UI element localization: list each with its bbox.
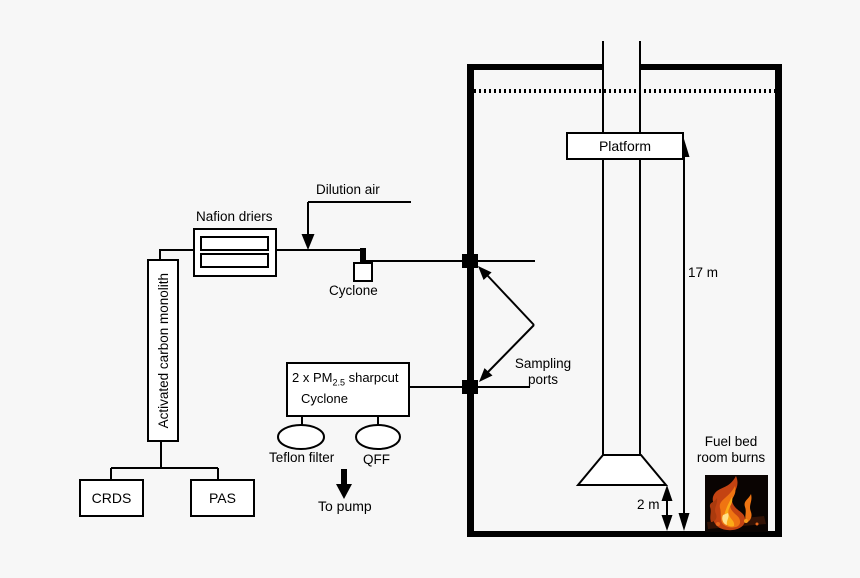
activated-carbon-monolith-label: Activated carbon monolith — [155, 272, 171, 429]
flame-right — [744, 494, 752, 523]
chamber-floor — [467, 531, 782, 537]
monolith-to-driers-line — [159, 249, 193, 260]
sampling-port-upper — [462, 254, 478, 268]
stack-hood — [575, 454, 669, 486]
arrowhead-upper-port — [478, 266, 492, 280]
cyclone-body — [353, 262, 373, 282]
chamber-wall-top-right-segment — [640, 64, 782, 70]
pm25-box-line2: Cyclone — [301, 390, 348, 406]
qff-filter-holder — [355, 424, 401, 450]
fuel-bed-line2: room burns — [696, 449, 766, 465]
flame-left — [709, 498, 718, 522]
arrowhead-2m-up — [661, 485, 673, 501]
fuel-bed-line1: Fuel bed — [704, 434, 758, 449]
chamber-wall-left — [467, 64, 474, 537]
teflon-filter-label: Teflon filter — [269, 450, 335, 465]
sampling-ports-line1: Sampling — [514, 356, 572, 371]
nafion-driers-label: Nafion driers — [196, 209, 273, 224]
fuel-bed-label: Fuel bed room burns — [688, 434, 774, 465]
qff-label: QFF — [363, 452, 390, 467]
pointer-line-upper-port — [486, 274, 535, 326]
nafion-drier-tube-2 — [200, 253, 269, 268]
platform-label: Platform — [598, 138, 652, 154]
ember-1 — [716, 522, 720, 526]
platform-box: Platform — [566, 132, 684, 160]
pointer-line-lower-port — [487, 324, 535, 373]
arrowhead-to-pump — [336, 484, 352, 499]
chamber-wall-top-left-segment — [467, 64, 604, 70]
hood-height-label: 2 m — [637, 497, 660, 512]
sampling-ports-line2: ports — [527, 371, 558, 387]
nafion-driers-box — [193, 228, 277, 277]
cyclone-label: Cyclone — [329, 283, 378, 298]
teflon-filter-holder — [277, 424, 325, 450]
pm25-sharpcut-cyclone-box: 2 x PM2.5 sharpcut Cyclone — [286, 362, 410, 417]
sampling-ports-label: Sampling ports — [505, 356, 581, 387]
nafion-drier-tube-1 — [200, 236, 269, 251]
to-pump-arrow-shaft — [341, 469, 347, 486]
flame-core — [722, 513, 729, 525]
to-pump-label: To pump — [318, 498, 372, 514]
dilution-air-label: Dilution air — [316, 182, 380, 197]
ember-2 — [744, 519, 748, 523]
arrowhead-lower-port — [479, 368, 493, 382]
pas-label: PAS — [209, 490, 236, 506]
ember-3 — [755, 522, 759, 526]
pm25-box-line1: 2 x PM2.5 sharpcut — [292, 370, 399, 388]
activated-carbon-monolith-box: Activated carbon monolith — [147, 259, 179, 442]
fuel-bed-fire-photo — [705, 475, 768, 532]
cyclone-stub — [360, 248, 366, 263]
chamber-wall-right — [775, 64, 782, 537]
arrowhead-2m-down — [661, 515, 673, 531]
crds-box: CRDS — [79, 479, 144, 517]
crds-label: CRDS — [91, 490, 132, 506]
arrowhead-17m-down — [678, 513, 690, 531]
pas-box: PAS — [190, 479, 255, 517]
arrowhead-dilution-air — [301, 234, 315, 250]
stack-height-label: 17 m — [688, 265, 719, 280]
